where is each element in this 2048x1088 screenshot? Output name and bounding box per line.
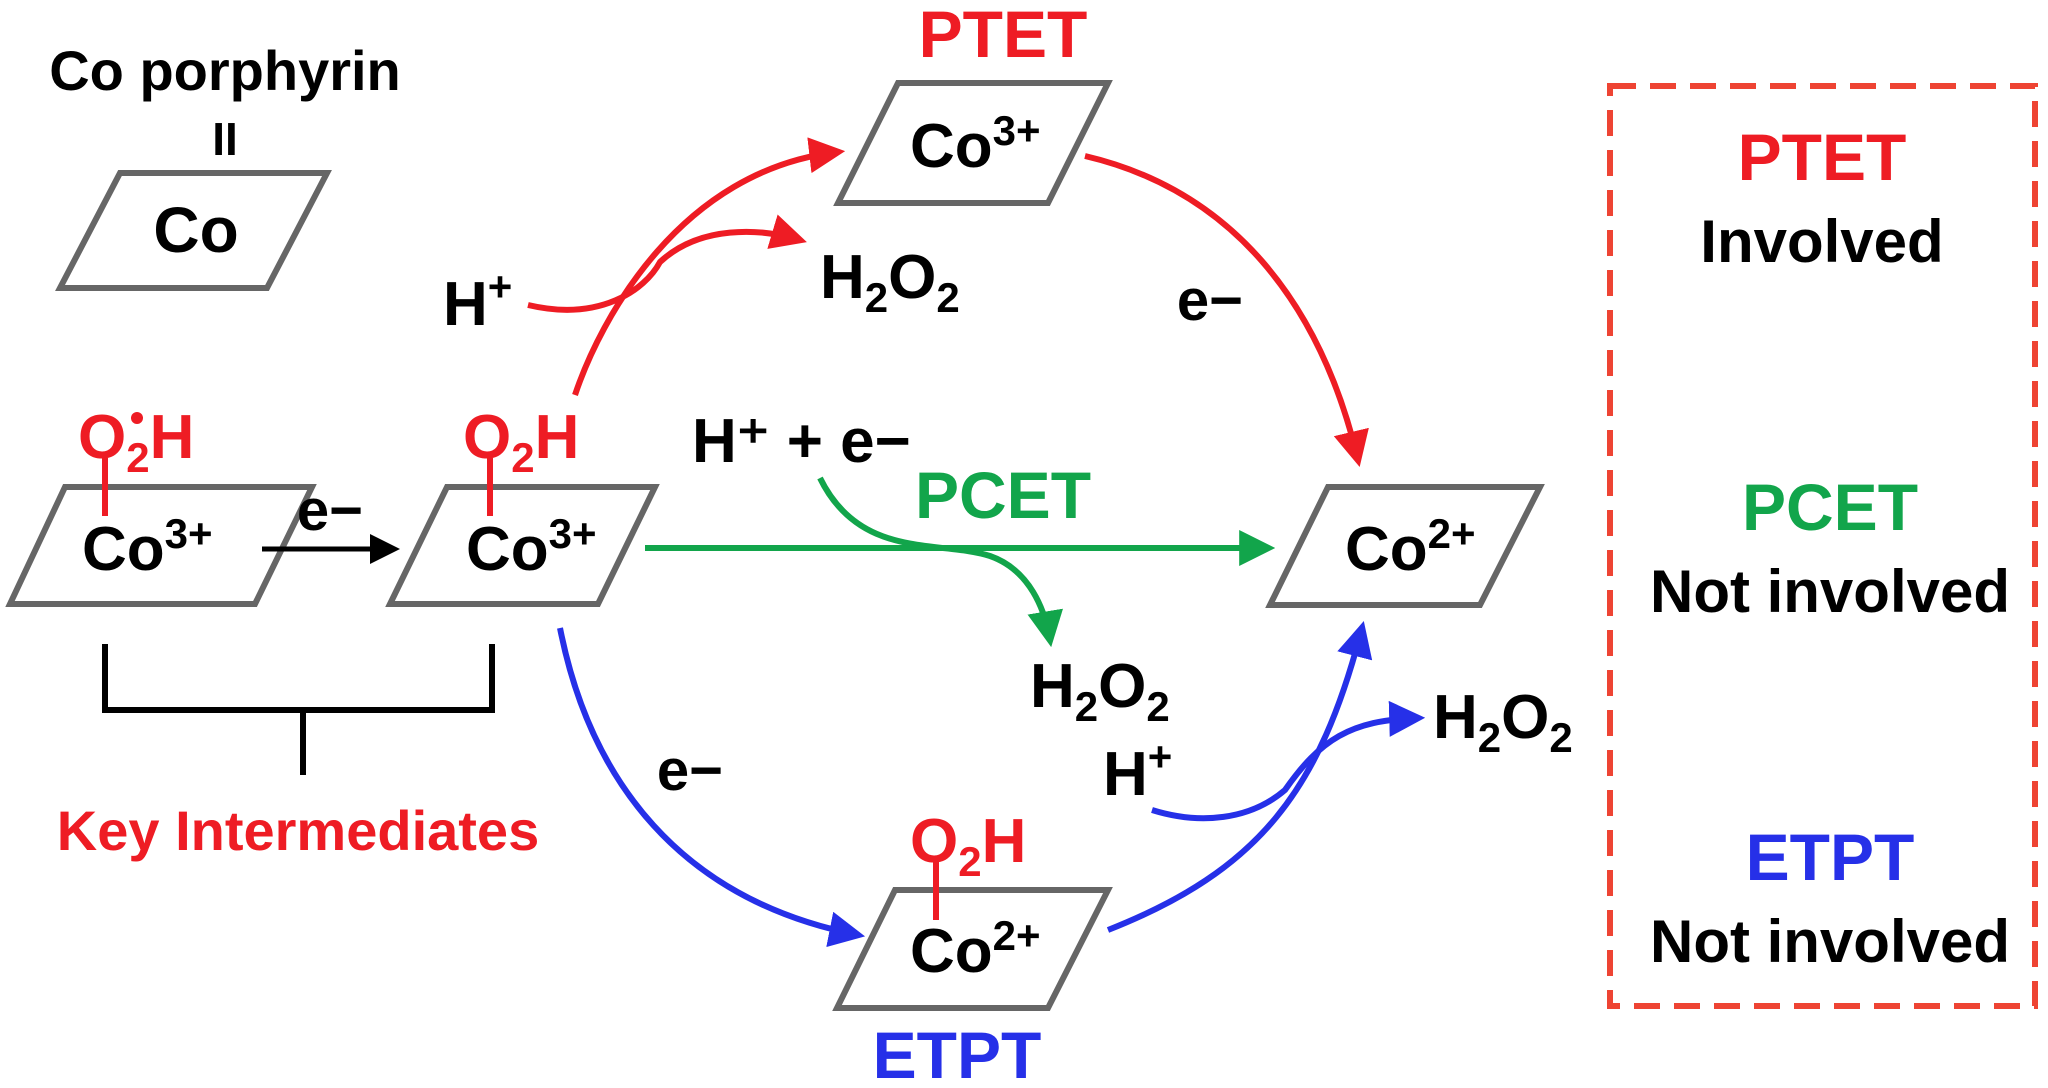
equals-symbol: II	[212, 113, 238, 165]
co-porphyrin-title: Co porphyrin	[49, 39, 401, 102]
porphyrin-plane	[832, 887, 1113, 1011]
ptet-label: PTET	[919, 0, 1088, 71]
ligand-label: O2H	[78, 403, 194, 481]
pcet-side-arrow	[817, 476, 1064, 648]
product-co2: Co2+	[1265, 484, 1545, 608]
ptet-h2o2: H2O2	[820, 243, 960, 321]
metal-label: Co3+	[466, 510, 597, 584]
key-intermediates-caption: Key Intermediates	[57, 799, 539, 862]
intermediate-superoxide: O2H Co3+	[5, 403, 317, 607]
metal-label: Co3+	[82, 510, 213, 584]
summary-pcet-name: PCET	[1742, 470, 1918, 544]
porphyrin-plane	[55, 170, 332, 291]
bracket-line	[102, 644, 495, 775]
key-intermediates-bracket: Key Intermediates	[57, 644, 539, 862]
etpt-electron: e−	[657, 738, 723, 803]
metal-label: Co3+	[910, 107, 1041, 181]
ptet-arrow-to-co3	[572, 137, 846, 396]
etpt-arrow-to-co2	[557, 627, 866, 948]
etpt-arrow-to-final	[1106, 621, 1373, 933]
metal-label: Co2+	[910, 912, 1041, 986]
ptet-arrow-to-co2	[1084, 153, 1369, 468]
ptet-electron: e−	[1177, 268, 1243, 333]
summary-pcet-status: Not involved	[1650, 558, 2010, 625]
pcet-h2o2: H2O2	[1030, 652, 1170, 730]
summary-etpt-name: ETPT	[1746, 820, 1915, 894]
electron-step: e−	[262, 478, 400, 564]
porphyrin-plane	[1265, 484, 1545, 608]
etpt-proton-arrow	[1151, 700, 1426, 822]
summary-box: PTET Involved PCET Not involved ETPT Not…	[1607, 83, 2038, 1009]
etpt-h2o2: H2O2	[1433, 683, 1573, 761]
etpt-pathway: e− O2H Co2+ ETPT H+ H2O2	[557, 621, 1573, 1088]
ptet-proton-arrow	[527, 214, 807, 313]
co-porphyrin-legend: Co porphyrin II Co	[49, 39, 401, 291]
porphyrin-plane	[833, 80, 1113, 206]
summary-ptet-name: PTET	[1738, 120, 1907, 194]
summary-ptet-status: Involved	[1700, 208, 1943, 275]
porphyrin-plane	[385, 484, 660, 607]
porphyrin-plane	[5, 484, 317, 607]
radical-dot	[131, 412, 143, 424]
metal-label: Co2+	[1345, 510, 1476, 584]
summary-border	[1607, 83, 2038, 1009]
summary-etpt-status: Not involved	[1650, 908, 2010, 975]
pcet-label: PCET	[915, 458, 1091, 532]
ligand-label: O2H	[463, 403, 579, 481]
pcet-pathway: H⁺ + e− PCET H2O2	[645, 407, 1276, 730]
etpt-label: ETPT	[873, 1018, 1042, 1088]
etpt-proton: H+	[1103, 733, 1172, 809]
step-electron-label: e−	[297, 478, 363, 543]
ptet-pathway: PTET Co3+ H+ H2O2 e−	[443, 0, 1369, 468]
pcet-reagent: H⁺ + e−	[692, 407, 911, 476]
porphyrin-metal-label: Co	[153, 194, 238, 266]
intermediate-hydroperoxide: O2H Co3+	[385, 403, 660, 607]
ligand-label: O2H	[910, 807, 1026, 885]
ptet-proton: H+	[443, 263, 512, 339]
